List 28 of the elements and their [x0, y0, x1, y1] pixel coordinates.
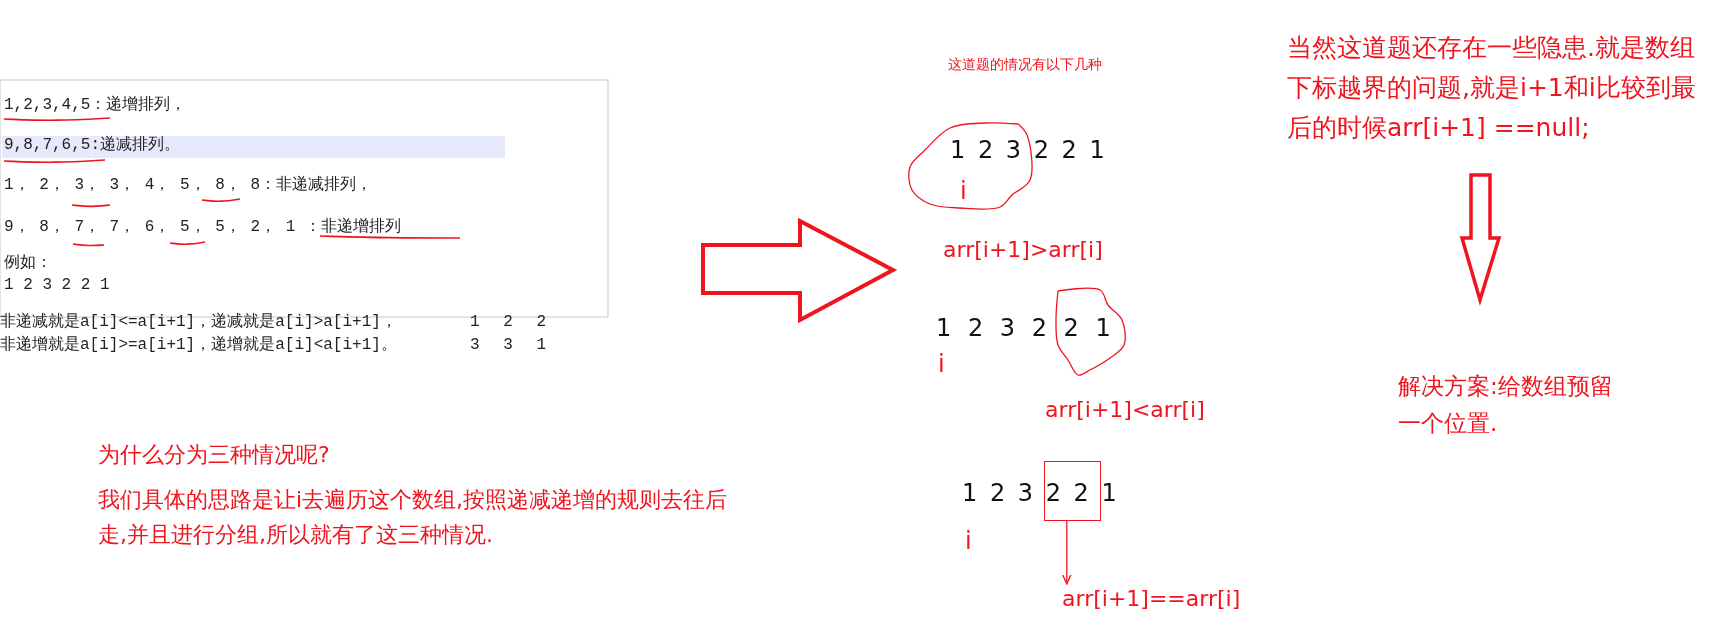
- screenshot-text: 3 3 1: [470, 336, 546, 356]
- annotation-text: i: [960, 177, 967, 206]
- freehand-loop: [1054, 288, 1128, 379]
- annotation-text: 1 2 3 2 2 1: [962, 479, 1117, 508]
- annotation-text: 解决方案:给数组预留一个位置.: [1398, 372, 1614, 438]
- condition-text: arr[i+1]==arr[i]: [1062, 586, 1241, 613]
- annotation-text: i: [938, 350, 945, 379]
- annotation-text: 这道题的情况有以下几种: [948, 56, 1102, 73]
- screenshot-text: 9， 8， 7， 7， 6， 5， 5， 2， 1 ：非递增排列: [4, 218, 401, 238]
- screenshot-text: 非递增就是a[i]>=a[i+1]，递增就是a[i]<a[i+1]。: [0, 336, 397, 356]
- screenshot-text: 9,8,7,6,5:递减排列。: [4, 136, 180, 156]
- screenshot-text: 非递减就是a[i]<=a[i+1]，递减就是a[i]>a[i+1]，: [0, 313, 397, 333]
- annotation-text: 为什么分为三种情况呢?: [98, 442, 330, 469]
- annotation-text: 1 2 3 2 2 1: [936, 314, 1111, 343]
- screenshot-text: 例如：: [4, 254, 52, 274]
- freehand-loop: [908, 121, 1034, 212]
- annotation-text: arr[i+1]>arr[i]: [943, 237, 1103, 264]
- screenshot-text: 1， 2， 3， 3， 4， 5， 8， 8：非递减排列，: [4, 176, 373, 196]
- annotation-text: 1 2 3 2 2 1: [950, 136, 1105, 165]
- marked-region-box: [1044, 461, 1101, 521]
- annotation-text: 当然这道题还存在一些隐患.就是数组下标越界的问题,就是i+1和i比较到最后的时候arr[i+1] ==null;: [1287, 32, 1697, 144]
- annotation-text: 我们具体的思路是让i去遍历这个数组,按照递减递增的规则去往后走,并且进行分组,所以就有了这三种情况.: [98, 486, 729, 550]
- arrow: [1061, 520, 1072, 585]
- screenshot-text: 1,2,3,4,5：递增排列，: [4, 96, 187, 116]
- screenshot-text: 1 2 2: [470, 313, 546, 333]
- annotation-text: arr[i+1]<arr[i]: [1045, 397, 1205, 424]
- screenshot-text: 1 2 3 2 2 1: [4, 276, 110, 296]
- annotation-text: i: [965, 527, 972, 556]
